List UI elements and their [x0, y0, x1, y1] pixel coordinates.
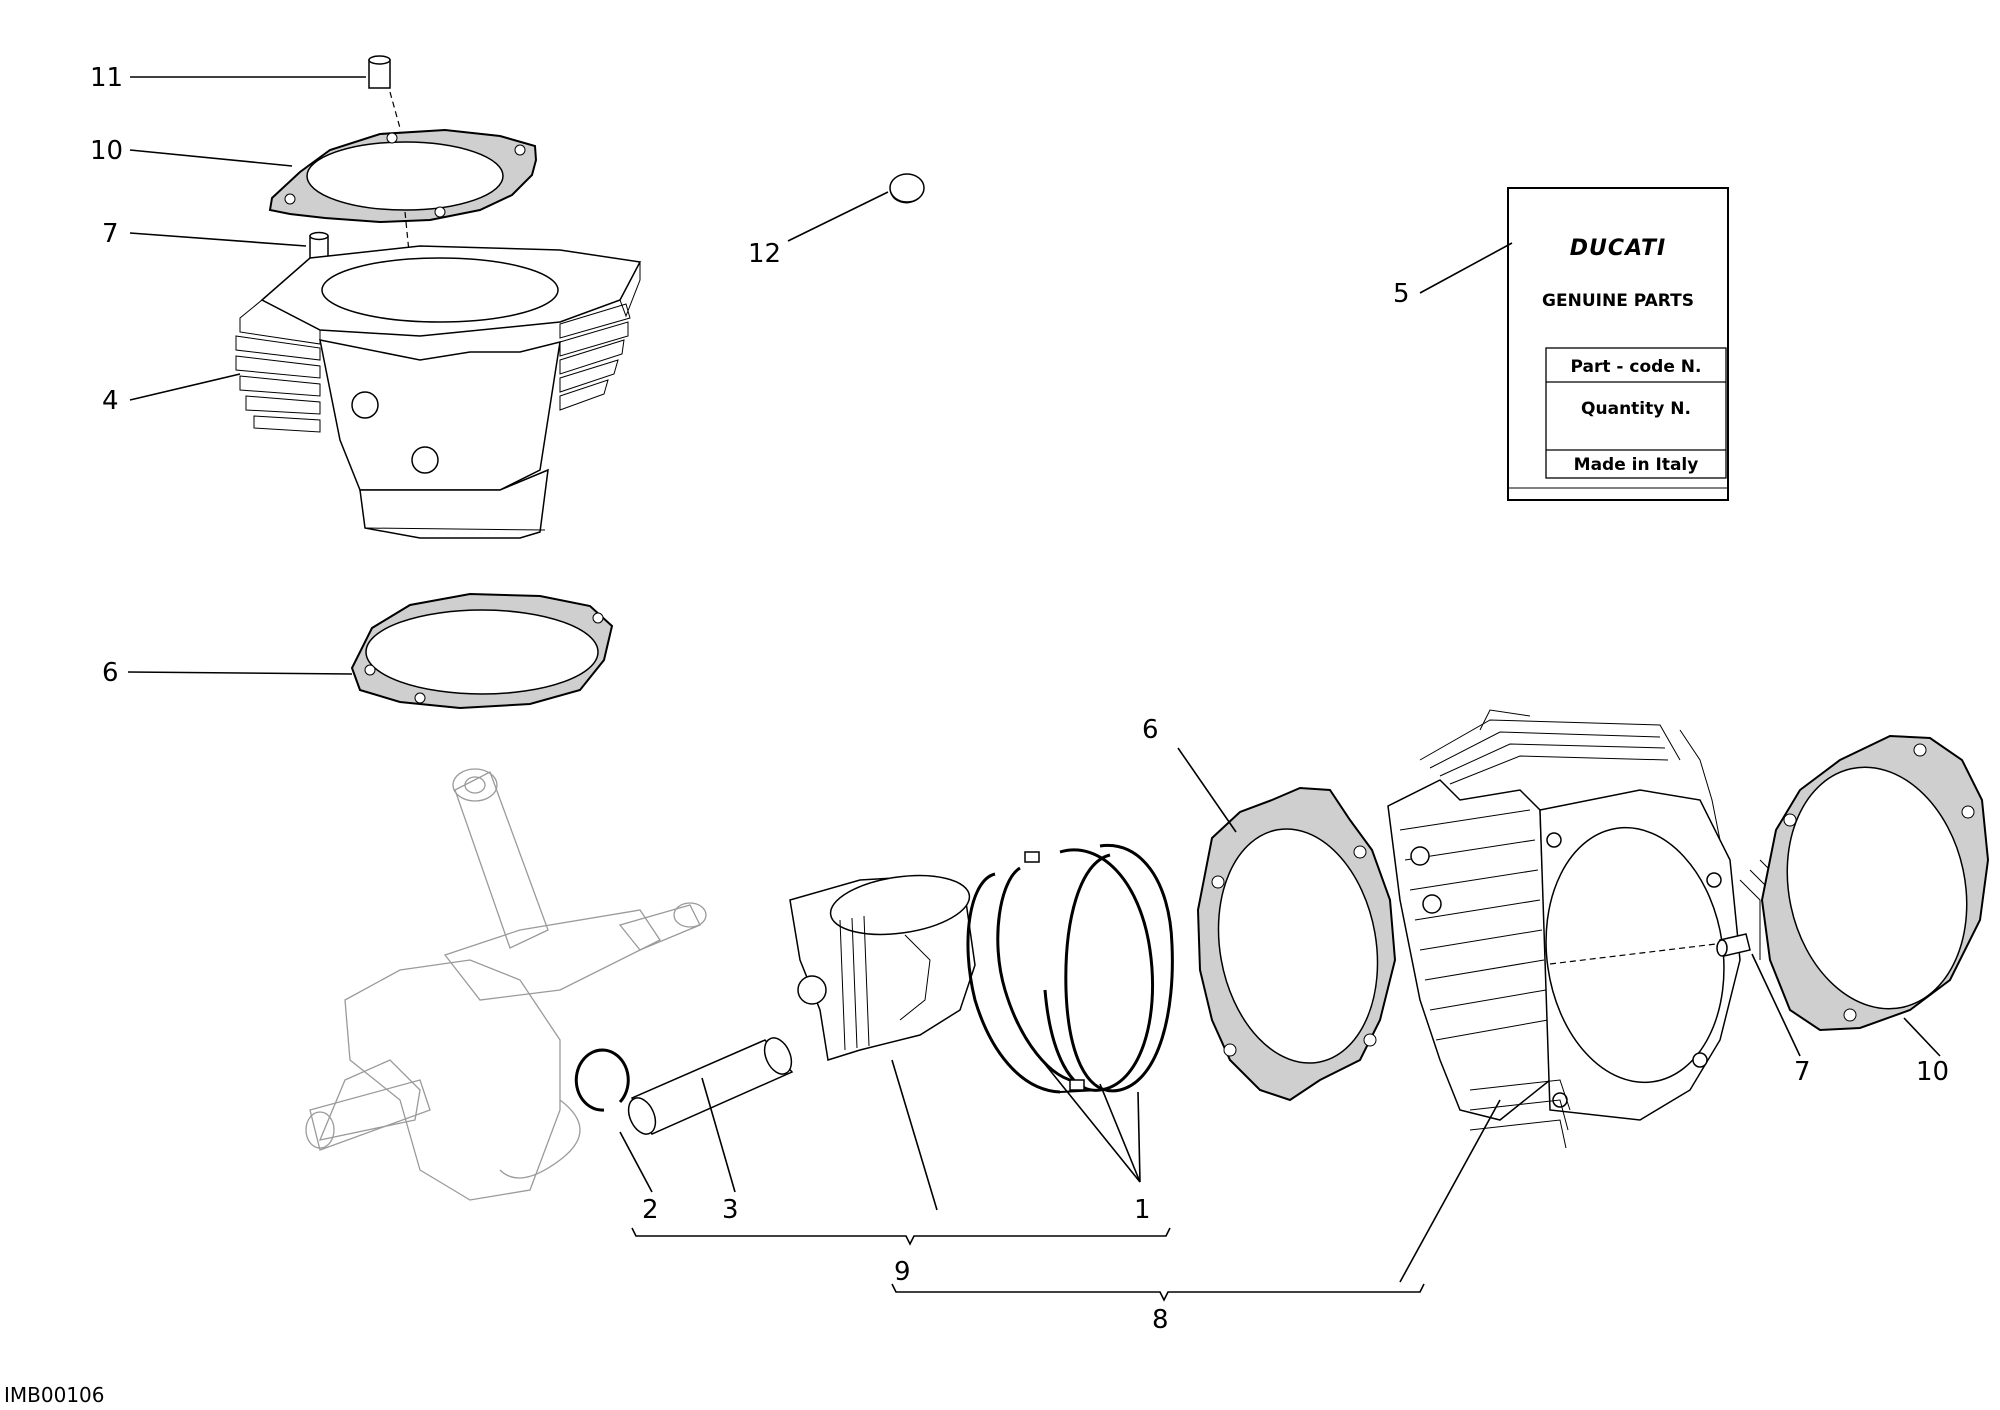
base-gasket-6-top: [350, 592, 614, 710]
callout-10-right: 10: [1916, 1057, 1949, 1087]
callout-7-top: 7: [102, 219, 119, 249]
head-gasket-top: [268, 128, 538, 224]
circlip-2: [574, 1048, 630, 1112]
cap-12: [889, 173, 925, 204]
callout-9: 9: [894, 1257, 911, 1287]
cylinder-horizontal: [1387, 709, 1783, 1149]
leader-lines: [127, 76, 1941, 1283]
callout-3: 3: [722, 1195, 739, 1225]
bracket-8: [891, 1283, 1425, 1302]
callout-12: 12: [748, 239, 781, 269]
dowel-7-right: [1716, 933, 1751, 957]
callout-6-top: 6: [102, 658, 119, 688]
piston-9: [789, 874, 976, 1061]
callout-6-right: 6: [1142, 715, 1159, 745]
dowel-11: [368, 55, 391, 89]
tag-quantity: Quantity N.: [1581, 399, 1691, 419]
tag-made-in: Made in Italy: [1574, 455, 1699, 475]
callout-5: 5: [1393, 279, 1410, 309]
dowel-7-top: [309, 231, 329, 261]
bracket-9: [631, 1227, 1171, 1246]
tag-brand: DUCATI: [1570, 236, 1666, 261]
callout-7-right: 7: [1794, 1057, 1811, 1087]
piston-rings-1: [966, 843, 1174, 1094]
piston-pin-3: [627, 1037, 794, 1135]
callout-2: 2: [642, 1195, 659, 1225]
callout-10-top: 10: [90, 136, 123, 166]
tag-genuine-parts: GENUINE PARTS: [1542, 291, 1694, 311]
base-gasket-6-right: [1196, 786, 1397, 1102]
callout-8: 8: [1152, 1305, 1169, 1335]
callout-1: 1: [1134, 1195, 1151, 1225]
drawing-reference: IMB00106: [4, 1383, 105, 1407]
cylinder-4: [235, 245, 642, 539]
tag-part-code: Part - code N.: [1571, 357, 1702, 377]
callout-4: 4: [102, 386, 119, 416]
genuine-parts-tag: DUCATI GENUINE PARTS Part - code N. Quan…: [1507, 187, 1729, 501]
crankshaft-assembly: [305, 768, 707, 1201]
head-gasket-10-right: [1760, 734, 1990, 1032]
callout-11: 11: [90, 63, 123, 93]
